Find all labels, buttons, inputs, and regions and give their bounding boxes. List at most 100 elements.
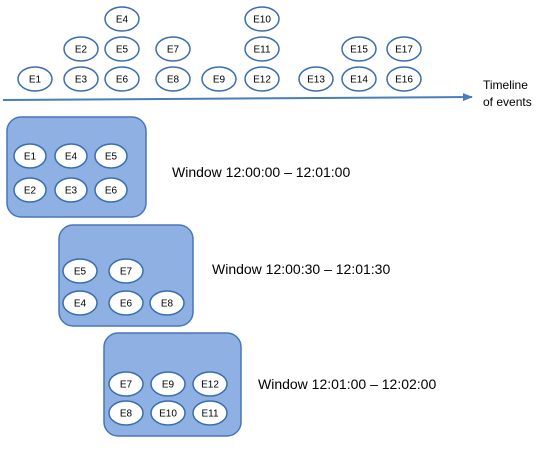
timeline-event: E11 [244, 36, 280, 62]
event-ellipse [13, 177, 47, 203]
event-label: E6 [120, 299, 133, 310]
event-label: E10 [159, 409, 177, 420]
event-ellipse [244, 6, 280, 32]
timeline-event: E2 [63, 36, 99, 62]
timeline-event: E5 [104, 36, 140, 62]
window-2-label: Window 12:00:30 – 12:01:30 [212, 261, 390, 277]
event-label: E8 [120, 409, 133, 420]
event-label: E12 [201, 380, 219, 391]
event-label: E4 [116, 15, 129, 26]
event-label: E15 [350, 45, 368, 56]
window-event: E2 [13, 177, 47, 203]
event-ellipse [17, 66, 53, 92]
event-label: E7 [167, 45, 180, 56]
event-label: E11 [253, 45, 270, 56]
event-label: E12 [253, 75, 271, 86]
event-label: E1 [29, 75, 42, 86]
event-label: E14 [350, 75, 368, 86]
timeline-event: E15 [341, 36, 377, 62]
event-label: E10 [253, 15, 271, 26]
event-ellipse [104, 36, 140, 62]
window-event: E8 [108, 400, 144, 426]
event-label: E9 [213, 75, 226, 86]
event-ellipse [386, 66, 422, 92]
timeline-event: E13 [298, 66, 334, 92]
timeline-event: E8 [155, 66, 191, 92]
timeline-event: E14 [341, 66, 377, 92]
event-label: E5 [116, 45, 129, 56]
window-event: E6 [94, 177, 128, 203]
event-ellipse [298, 66, 334, 92]
event-ellipse [192, 400, 228, 426]
timeline-event: E9 [201, 66, 237, 92]
event-ellipse [341, 66, 377, 92]
event-ellipse [94, 177, 128, 203]
window-event: E10 [150, 400, 186, 426]
window-event: E6 [108, 290, 144, 316]
timeline-label-line1: Timeline [483, 78, 528, 92]
window-event: E4 [54, 143, 88, 169]
event-ellipse [108, 258, 144, 284]
event-ellipse [54, 143, 88, 169]
window-event: E12 [192, 371, 228, 397]
timeline-axis [2, 93, 473, 102]
event-ellipse [108, 371, 144, 397]
event-label: E7 [120, 380, 133, 391]
window-event: E11 [192, 400, 228, 426]
event-label: E4 [65, 152, 78, 163]
event-label: E3 [65, 186, 78, 197]
event-ellipse [108, 400, 144, 426]
event-ellipse [155, 36, 191, 62]
event-label: E8 [161, 299, 174, 310]
timeline-event: E6 [104, 66, 140, 92]
event-ellipse [244, 36, 280, 62]
timeline-event: E4 [104, 6, 140, 32]
event-label: E4 [74, 299, 87, 310]
event-ellipse [94, 143, 128, 169]
window-3-label: Window 12:01:00 – 12:02:00 [258, 376, 436, 392]
event-label: E6 [116, 75, 129, 86]
event-label: E9 [162, 380, 175, 391]
event-ellipse [386, 36, 422, 62]
event-label: E2 [24, 186, 37, 197]
window-event: E5 [94, 143, 128, 169]
event-ellipse [13, 143, 47, 169]
window-event: E5 [62, 258, 98, 284]
window-event: E7 [108, 258, 144, 284]
event-ellipse [155, 66, 191, 92]
event-ellipse [62, 290, 98, 316]
event-label: E16 [395, 75, 413, 86]
event-label: E7 [120, 267, 133, 278]
event-ellipse [104, 6, 140, 32]
timeline-event: E17 [386, 36, 422, 62]
event-ellipse [63, 36, 99, 62]
window-event: E7 [108, 371, 144, 397]
event-ellipse [201, 66, 237, 92]
event-ellipse [149, 290, 185, 316]
window-event: E4 [62, 290, 98, 316]
window-event: E8 [149, 290, 185, 316]
timeline-event: E16 [386, 66, 422, 92]
event-label: E3 [75, 75, 88, 86]
event-label: E6 [105, 186, 118, 197]
event-label: E8 [167, 75, 180, 86]
timeline-event: E10 [244, 6, 280, 32]
event-ellipse [54, 177, 88, 203]
event-ellipse [63, 66, 99, 92]
event-label: E1 [24, 152, 37, 163]
event-label: E5 [105, 152, 118, 163]
event-ellipse [192, 371, 228, 397]
event-label: E2 [75, 45, 88, 56]
timeline-event: E7 [155, 36, 191, 62]
window-1-label: Window 12:00:00 – 12:01:00 [172, 164, 350, 180]
window-event: E1 [13, 143, 47, 169]
event-label: E17 [395, 45, 413, 56]
event-ellipse [341, 36, 377, 62]
timeline-label-line2: of events [483, 95, 532, 109]
